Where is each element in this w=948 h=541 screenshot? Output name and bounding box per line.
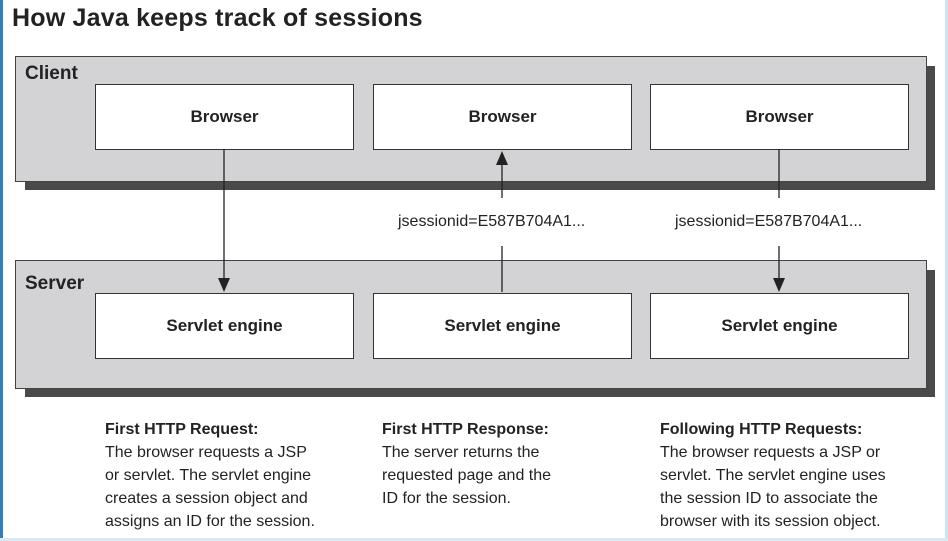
caption-line: browser with its session object. (660, 513, 881, 530)
caption-line: ID for the session. (382, 490, 511, 507)
caption-first-response: First HTTP Response: The server returns … (382, 418, 551, 510)
caption-heading: First HTTP Response: (382, 421, 549, 438)
caption-heading: First HTTP Request: (105, 421, 259, 438)
caption-line: servlet. The servlet engine uses (660, 467, 886, 484)
caption-following-requests: Following HTTP Requests: The browser req… (660, 418, 886, 533)
window-frame-left (0, 0, 3, 541)
caption-line: or servlet. The servlet engine (105, 467, 312, 484)
servlet-engine-box-3: Servlet engine (650, 293, 909, 359)
session-token-following: jsessionid=E587B704A1... (675, 213, 863, 230)
servlet-engine-box-2: Servlet engine (373, 293, 632, 359)
browser-box-2: Browser (373, 84, 632, 150)
caption-line: assigns an ID for the session. (105, 513, 315, 530)
request-arrow-head (218, 278, 230, 292)
caption-line: the session ID to associate the (660, 490, 878, 507)
client-label: Client (25, 63, 78, 84)
caption-line: The browser requests a JSP or (660, 444, 881, 461)
caption-first-request: First HTTP Request: The browser requests… (105, 418, 315, 533)
caption-line: requested page and the (382, 467, 552, 484)
following-arrow-head (773, 278, 785, 292)
diagram-title: How Java keeps track of sessions (12, 4, 423, 32)
caption-line: The browser requests a JSP (105, 444, 307, 461)
caption-line: creates a session object and (105, 490, 308, 507)
caption-line: The server returns the (382, 444, 540, 461)
servlet-engine-box-1: Servlet engine (95, 293, 354, 359)
window-frame-right (945, 0, 948, 541)
browser-box-1: Browser (95, 84, 354, 150)
server-label: Server (25, 273, 85, 294)
window-frame-bottom (0, 538, 948, 541)
session-token-response: jsessionid=E587B704A1... (398, 213, 586, 230)
response-arrow-head (496, 151, 508, 165)
caption-heading: Following HTTP Requests: (660, 421, 863, 438)
